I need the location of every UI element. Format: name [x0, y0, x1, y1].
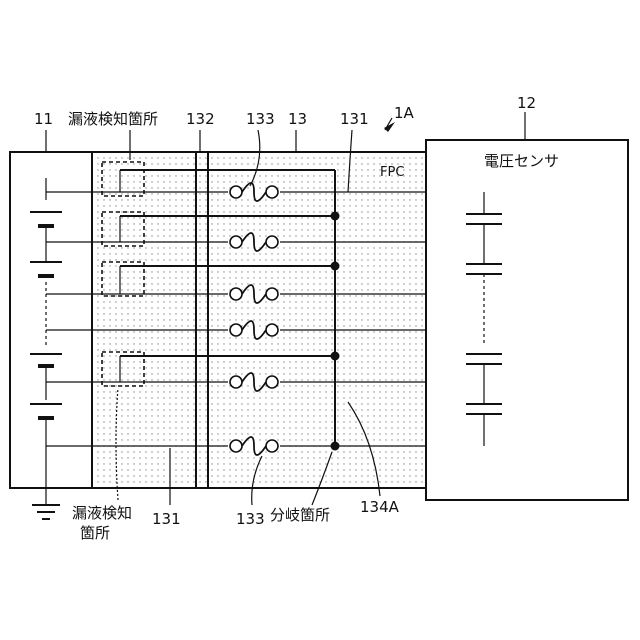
label-branch-point: 分岐箇所 — [270, 506, 330, 524]
fuse-icon — [228, 373, 280, 391]
fpc-region — [92, 152, 426, 488]
arrow-1a — [384, 122, 395, 132]
label-voltage-sensor-name: 電圧センサ — [484, 152, 559, 170]
sensor-capacitors — [466, 192, 502, 446]
label-line-131-top: 131 — [340, 110, 369, 128]
voltage-sensor-box — [426, 140, 628, 500]
label-branch-ref: 134A — [360, 498, 400, 516]
label-leak-detection-top: 漏液検知箇所 — [68, 110, 158, 128]
label-fpc-13: 13 — [288, 110, 307, 128]
label-fuse-133-top: 133 — [246, 110, 275, 128]
fuse-icon — [228, 321, 280, 339]
label-leak-detection-bottom-2: 箇所 — [80, 524, 110, 542]
label-assembly-1a: 1A — [394, 104, 415, 122]
label-connector-132: 132 — [186, 110, 215, 128]
fuse-icon — [228, 437, 280, 455]
label-leak-detection-bottom-1: 漏液検知 — [72, 504, 132, 522]
ground-icon — [32, 505, 60, 519]
fuse-icon — [228, 183, 280, 201]
battery-module-box — [10, 152, 92, 488]
label-fuse-133-bottom: 133 — [236, 510, 265, 528]
label-battery-module: 11 — [34, 110, 53, 128]
label-fpc-tag: FPC — [380, 165, 404, 180]
junction-dot — [331, 352, 340, 361]
label-line-131-bottom: 131 — [152, 510, 181, 528]
label-voltage-sensor-ref: 12 — [517, 94, 536, 112]
battery-stack — [30, 178, 62, 505]
junction-dot — [331, 442, 340, 451]
fuse-icon — [228, 285, 280, 303]
junction-dot — [331, 212, 340, 221]
fuse-icon — [228, 233, 280, 251]
junction-dot — [331, 262, 340, 271]
